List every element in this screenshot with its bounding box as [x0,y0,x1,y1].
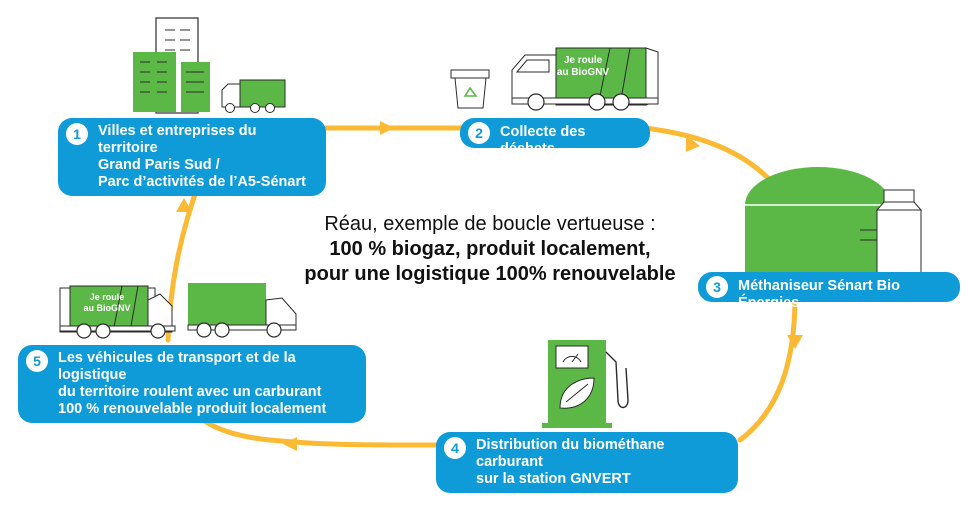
step-3-line-1: Méthaniseur Sénart Bio Énergies [738,278,900,311]
arrow-head-1 [380,121,394,135]
step-4-line-2: sur la station GNVERT [476,471,631,487]
center-line-2: pour une logistique 100% renouvelable [304,263,676,285]
recycling-bin-icon [450,69,490,109]
step-2-number: 2 [468,122,490,144]
step-3-label: 3 Méthaniseur Sénart Bio Énergies [698,272,960,311]
small-garbage-truck-icon [221,79,286,113]
arrow-head-4 [283,437,297,451]
step-1-number: 1 [66,123,88,145]
arrow-2-to-3 [642,125,773,183]
step-3-number: 3 [706,276,728,298]
step-4-line-1: Distribution du biométhane carburant [476,437,665,470]
truck-slogan-line-2-b: au BioGNV [83,303,130,313]
step-1-line-3: Parc d’activités de l’A5-Sénart [98,174,306,190]
truck-slogan-line-1: Je roule [564,55,603,66]
arrow-head-2 [686,135,700,152]
arrow-head-5 [176,198,192,212]
step-5-line-1: Les véhicules de transport et de la logi… [58,350,296,383]
step-1-line-2: Grand Paris Sud / [98,157,220,173]
step-4-label: 4 Distribution du biométhane carburant s… [436,432,738,493]
step-5-line-3: 100 % renouvelable produit localement [58,401,327,417]
buildings-icon [133,17,210,114]
center-intro: Réau, exemple de boucle vertueuse : [324,213,656,235]
center-line-1: 100 % biogaz, produit localement, [329,238,651,260]
arrow-heads [176,121,803,451]
step-4-number: 4 [444,437,466,459]
step-2-label: 2 Collecte des déchets [460,118,650,157]
step-5-line-2: du territoire roulent avec un carburant [58,384,322,400]
biognv-truck-icon: Je roule au BioGNV [59,285,176,339]
truck-slogan-line-2: au BioGNV [557,67,610,78]
arrow-head-3 [787,335,803,349]
silo-icon [875,189,923,276]
step-2-line-1: Collecte des déchets [500,124,586,157]
arrow-3-to-4 [737,294,798,443]
center-caption: Réau, exemple de boucle vertueuse : 100 … [290,212,690,287]
methanizer-dome-icon [745,167,891,275]
step-1-line-1: Villes et entreprises du territoire [98,123,257,156]
truck-slogan-line-1-b: Je roule [90,292,125,302]
step-1-label: 1 Villes et entreprises du territoire Gr… [58,118,326,196]
step-5-label: 5 Les véhicules de transport et de la lo… [18,345,366,423]
delivery-truck-icon [187,283,297,338]
step-5-number: 5 [26,350,48,372]
garbage-truck-icon: Je roule au BioGNV [511,47,659,111]
fuel-pump-icon [542,340,629,428]
